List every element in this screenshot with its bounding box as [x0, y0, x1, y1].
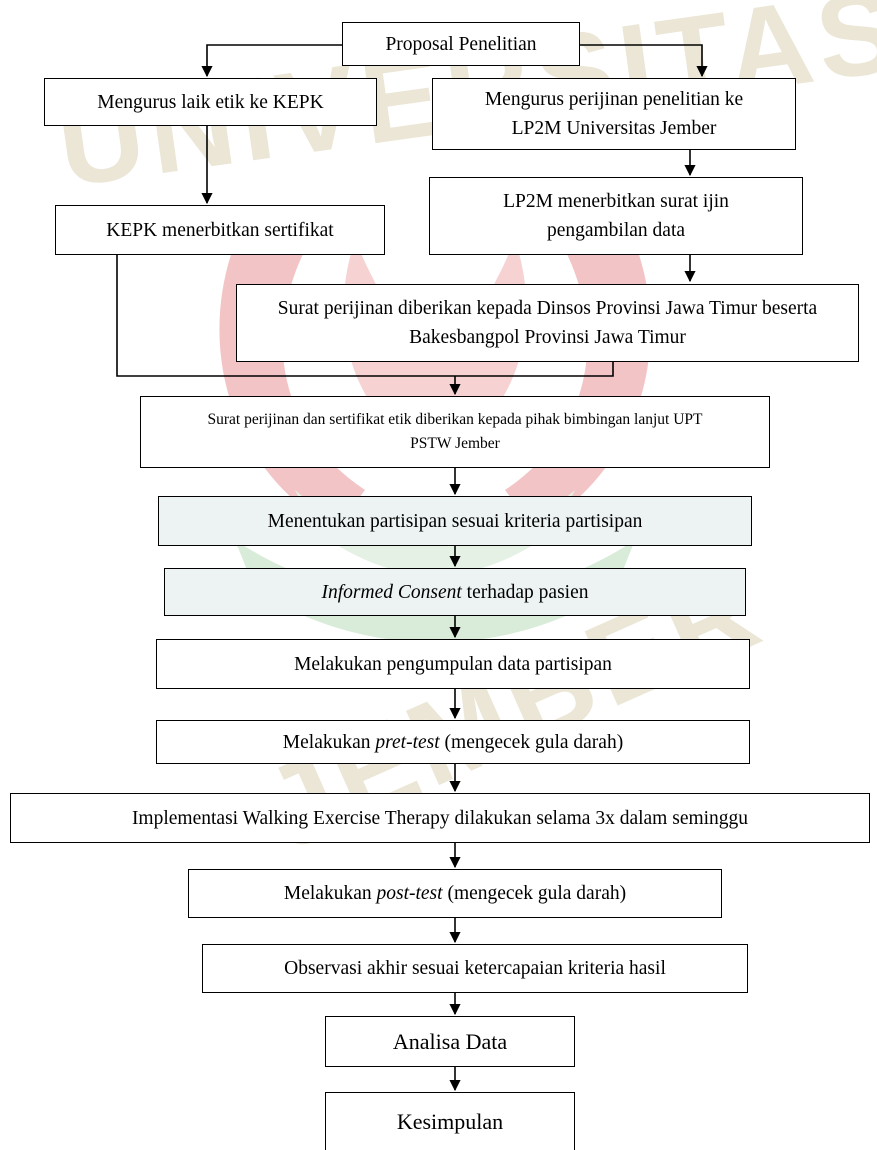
node-upt-pstw: Surat perijinan dan sertifikat etik dibe… [140, 396, 770, 468]
node-observasi-label: Observasi akhir sesuai ketercapaian krit… [284, 958, 666, 979]
node-proposal: Proposal Penelitian [342, 22, 580, 66]
node-upt-pstw-label: Surat perijinan dan sertifikat etik dibe… [207, 411, 703, 452]
pre-test-a: Melakukan [282, 731, 376, 753]
post-test-b: (mengecek gula darah) [442, 883, 627, 904]
node-observasi: Observasi akhir sesuai ketercapaian krit… [202, 944, 748, 993]
pre-test-italic: pret-test [375, 731, 440, 753]
node-lp2m: Mengurus perijinan penelitian ke LP2M Un… [432, 78, 796, 150]
node-pengumpulan: Melakukan pengumpulan data partisipan [156, 639, 750, 689]
node-implementasi: Implementasi Walking Exercise Therapy di… [10, 793, 870, 843]
node-lp2m-letter-label: LP2M menerbitkan surat ijin pengambilan … [503, 191, 729, 241]
node-pre-test-label: Melakukan pret-test (mengecek gula darah… [283, 728, 623, 757]
pre-test-b: (mengecek gula darah) [439, 731, 624, 753]
node-kepk-certificate-label: KEPK menerbitkan sertifikat [106, 219, 334, 241]
node-kepk: Mengurus laik etik ke KEPK [44, 78, 377, 126]
node-analisa-data: Analisa Data [325, 1016, 575, 1067]
node-dinsos: Surat perijinan diberikan kepada Dinsos … [236, 284, 859, 362]
node-lp2m-label: Mengurus perijinan penelitian ke LP2M Un… [484, 89, 744, 139]
informed-consent-italic: Informed Consent [321, 581, 462, 603]
informed-consent-rest: terhadap pasien [461, 581, 589, 603]
node-partisipan-label: Menentukan partisipan sesuai kriteria pa… [267, 510, 643, 532]
node-implementasi-label: Implementasi Walking Exercise Therapy di… [131, 807, 749, 829]
node-analisa-data-label: Analisa Data [392, 1029, 508, 1054]
node-post-test: Melakukan post-test (mengecek gula darah… [188, 869, 722, 918]
node-dinsos-label: Surat perijinan diberikan kepada Dinsos … [277, 298, 818, 348]
node-lp2m-letter: LP2M menerbitkan surat ijin pengambilan … [429, 177, 803, 255]
node-kepk-label: Mengurus laik etik ke KEPK [97, 91, 324, 113]
node-informed-consent: Informed Consent terhadap pasien [164, 568, 746, 616]
node-kesimpulan: Kesimpulan [325, 1092, 575, 1150]
post-test-a: Melakukan [283, 883, 377, 904]
node-post-test-label: Melakukan post-test (mengecek gula darah… [284, 879, 626, 908]
node-proposal-label: Proposal Penelitian [385, 33, 537, 55]
node-kesimpulan-label: Kesimpulan [396, 1109, 504, 1134]
node-kepk-certificate: KEPK menerbitkan sertifikat [55, 205, 385, 255]
node-pre-test: Melakukan pret-test (mengecek gula darah… [156, 720, 750, 764]
node-informed-consent-label: Informed Consent terhadap pasien [322, 578, 589, 607]
node-partisipan: Menentukan partisipan sesuai kriteria pa… [158, 496, 752, 546]
node-pengumpulan-label: Melakukan pengumpulan data partisipan [294, 653, 612, 675]
post-test-italic: post-test [376, 883, 443, 904]
